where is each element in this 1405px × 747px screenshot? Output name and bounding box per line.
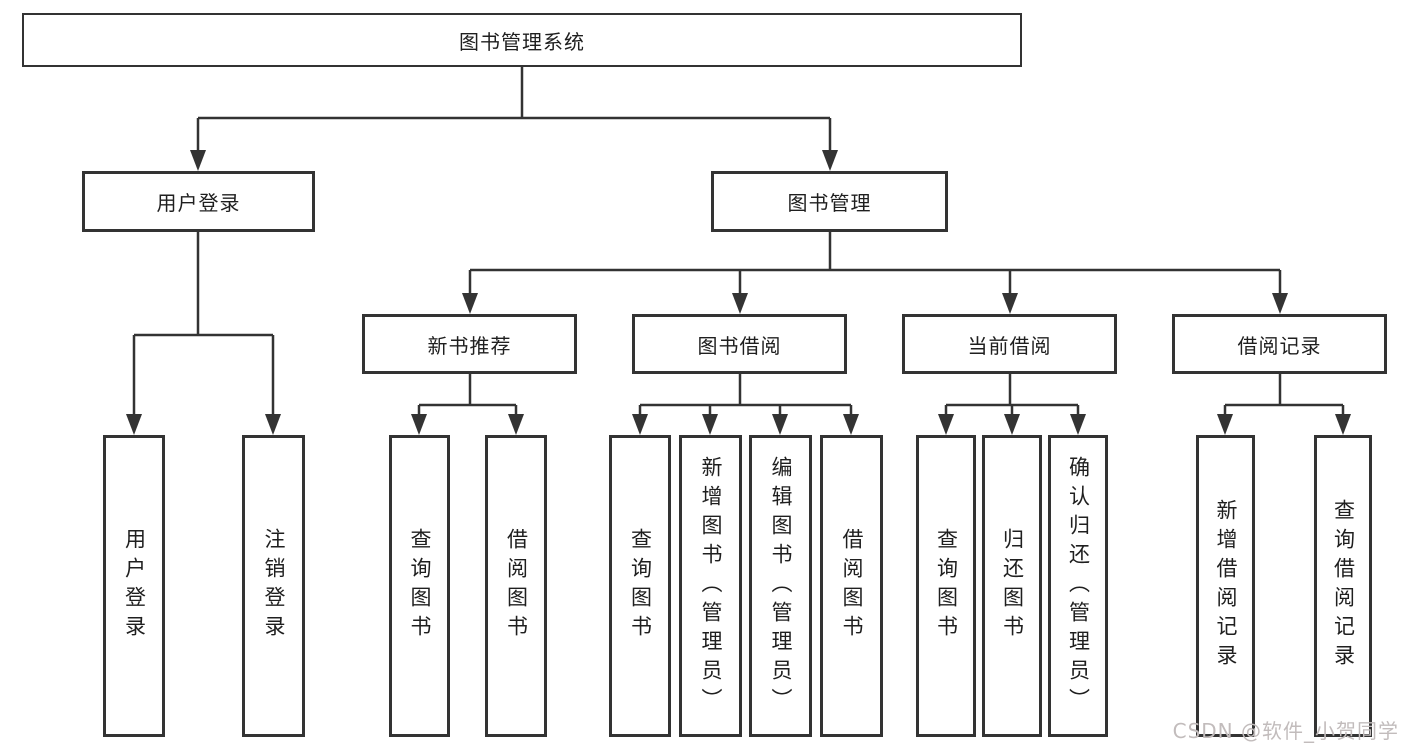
arrowheads: [126, 150, 1351, 435]
node-label: 查询借阅记录: [1331, 499, 1356, 673]
node-label: 新增借阅记录: [1214, 499, 1238, 673]
connector-currentborrow-to-leaves: [944, 374, 1080, 417]
node-label: 借阅图书: [840, 528, 864, 644]
leaf-edit-book-admin: 编辑图书（管理员）: [749, 435, 812, 737]
node-label: 查询图书: [934, 528, 959, 644]
node-label: 确认归还（管理员）: [1066, 455, 1091, 717]
node-label: 借阅记录: [1237, 333, 1322, 358]
node-label: 编辑图书（管理员）: [769, 455, 793, 717]
node-label: 查询图书: [628, 528, 653, 644]
node-label: 借阅图书: [504, 528, 529, 644]
leaf-query-book-recommend: 查询图书: [389, 435, 450, 737]
leaf-return-book: 归还图书: [982, 435, 1042, 737]
leaf-add-borrow-record: 新增借阅记录: [1196, 435, 1255, 737]
node-label: 当前借阅: [967, 333, 1052, 358]
connector-userlogin-to-leaves: [132, 232, 275, 417]
leaf-query-book-current: 查询图书: [916, 435, 976, 737]
leaf-logout-login: 注销登录: [242, 435, 305, 737]
connector-borrowrecord-to-leaves: [1223, 374, 1345, 417]
leaf-user-login: 用户登录: [103, 435, 165, 737]
node-current-borrow: 当前借阅: [902, 314, 1117, 374]
node-user-login: 用户登录: [82, 171, 315, 232]
connector-bookborrow-to-leaves: [638, 374, 853, 417]
node-borrow-record: 借阅记录: [1172, 314, 1387, 374]
node-label: 注销登录: [262, 528, 286, 644]
leaf-borrow-book-recommend: 借阅图书: [485, 435, 547, 737]
node-label: 图书借阅: [697, 333, 782, 358]
node-label: 图书管理: [787, 191, 872, 215]
node-label: 新书推荐: [427, 333, 512, 358]
node-book-management: 图书管理: [711, 171, 948, 232]
node-book-borrow: 图书借阅: [632, 314, 847, 374]
csdn-watermark: CSDN @软件_小贺同学: [1172, 719, 1399, 743]
node-label: 归还图书: [1000, 528, 1025, 644]
leaf-query-borrow-record: 查询借阅记录: [1314, 435, 1372, 737]
connector-root-to-level2: [196, 67, 832, 153]
leaf-query-book-borrow: 查询图书: [609, 435, 671, 737]
leaf-add-book-admin: 新增图书（管理员）: [679, 435, 742, 737]
connector-newbook-to-leaves: [417, 374, 518, 417]
leaf-confirm-return-admin: 确认归还（管理员）: [1048, 435, 1108, 737]
connector-bookmgmt-to-level3: [468, 232, 1282, 296]
node-label: 新增图书（管理员）: [699, 455, 723, 717]
node-label: 用户登录: [122, 528, 147, 644]
node-label: 查询图书: [408, 528, 432, 644]
node-label: 图书管理系统: [459, 29, 585, 54]
node-label: 用户登录: [156, 191, 241, 215]
leaf-borrow-book: 借阅图书: [820, 435, 883, 737]
node-new-book-recommend: 新书推荐: [362, 314, 577, 374]
node-root: 图书管理系统: [22, 13, 1022, 67]
